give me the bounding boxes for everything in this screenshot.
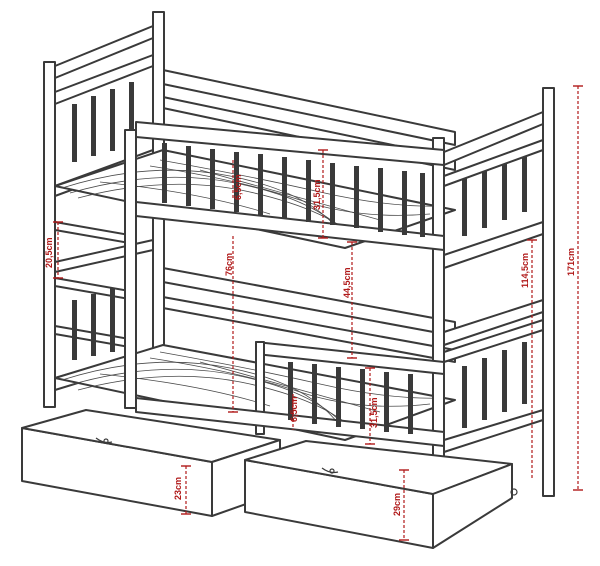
dim-label-ladder-step: 20,5cm <box>44 237 54 268</box>
dim-label-top-bed-height: 114,5cm <box>520 253 530 288</box>
dim-label-between-beds: 44,5cm <box>342 267 352 298</box>
drawer-right <box>244 440 518 549</box>
top-front-guard <box>135 121 445 251</box>
ladder-rail <box>124 129 137 409</box>
dimension-lines <box>53 85 583 541</box>
drawer-left <box>21 409 281 517</box>
dim-label-total-height: 171cm <box>566 248 576 276</box>
rear-frame <box>162 69 456 363</box>
dim-label-guard-height-bottom: 31,5cm <box>369 397 379 428</box>
right-footboard <box>432 87 555 541</box>
dim-label-drawer-right-height: 29cm <box>392 493 402 516</box>
dim-label-guard-height-top: 31,5cm <box>312 179 322 210</box>
dim-label-guard-gap-bottom: 6,5cm <box>289 396 299 422</box>
dimension-labels: 6,5cm 31,5cm 20,5cm 76cm 44,5cm 114,5cm … <box>44 174 576 516</box>
dim-label-under-top-clearance: 76cm <box>224 253 234 276</box>
dim-label-guard-gap-top: 6,5cm <box>233 174 243 200</box>
dim-label-drawer-left-height: 23cm <box>173 477 183 500</box>
